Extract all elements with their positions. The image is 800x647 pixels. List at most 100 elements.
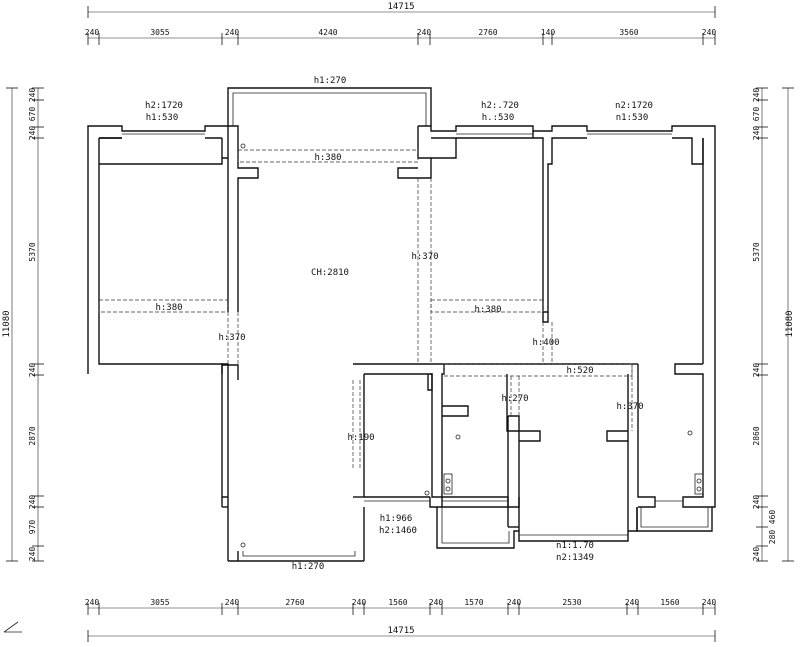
wall-left-bedroom-outer [87, 125, 229, 374]
bottom-dim-1: 240 [85, 598, 100, 607]
bottom-dim-2: 3055 [150, 598, 169, 607]
label-beam-mid-room: h:380 [474, 305, 501, 315]
fixture-circle [696, 478, 702, 484]
right-dimension-chain: 11080 240 670 240 5370 240 2860 240 460 … [752, 88, 795, 562]
left-total-dimension: 11080 [2, 310, 12, 337]
wall-bath-right [518, 441, 629, 542]
left-dim-7: 240 [28, 495, 37, 510]
label-win-mid-h1: h.:530 [482, 113, 515, 123]
right-dim-2: 670 [752, 107, 761, 122]
walls [87, 87, 716, 562]
label-beam-right-small: h:370 [616, 402, 643, 412]
bottom-dim-9: 240 [507, 598, 522, 607]
bottom-ticks [87, 603, 716, 615]
label-win-right-h1: n1:530 [616, 113, 649, 123]
top-dimension-chain: 14715 240 3055 240 4240 240 2760 140 356… [85, 2, 717, 45]
fixture-circle [455, 434, 461, 440]
label-beam-left-room: h:380 [155, 303, 182, 313]
wall-right-lower [674, 363, 716, 508]
beams [98, 149, 633, 470]
label-win-left-h1: h1:530 [146, 113, 179, 123]
bottom-dim-7: 240 [429, 598, 444, 607]
wall-living-left [221, 363, 229, 374]
label-door-h1: h1:966 [380, 514, 413, 524]
left-dim-8: 970 [28, 520, 37, 535]
windows [122, 133, 683, 536]
bottom-dim-5: 240 [352, 598, 367, 607]
wall-living-left-lower [221, 374, 228, 498]
label-win-right-h2: n2:1720 [615, 101, 653, 111]
right-dim-6: 2860 [752, 426, 761, 445]
top-dim-3: 240 [225, 28, 240, 37]
bottom-dim-6: 1560 [388, 598, 407, 607]
left-dim-2: 670 [28, 107, 37, 122]
fixture-circle [445, 486, 451, 492]
bottom-dim-10: 2530 [562, 598, 581, 607]
right-ticks [756, 87, 768, 562]
plan-labels: h1:270 h2:1720 h1:530 h2:.720 h.:530 n2:… [145, 76, 653, 572]
wall-middle-bedroom [418, 125, 716, 497]
label-win-mid-h2: h2:.720 [481, 101, 519, 111]
label-beam-right-vertical: h:400 [532, 338, 559, 348]
bottom-dimension-chain: 240 3055 240 2760 240 1560 240 1570 240 … [3, 598, 717, 642]
top-dim-8: 3560 [619, 28, 638, 37]
bottom-dim-8: 1570 [464, 598, 483, 607]
label-beam-corridor: h:270 [501, 394, 528, 404]
fixture-circle [687, 430, 693, 436]
top-dim-6: 2760 [478, 28, 497, 37]
right-total-dimension: 11080 [785, 310, 795, 337]
label-beam-kitchen: h:190 [347, 433, 374, 443]
top-dim-7: 140 [541, 28, 556, 37]
wall-top-balcony [227, 87, 432, 126]
wall-balcony-bottom [436, 507, 519, 549]
label-beam-mid-vertical: h:370 [411, 252, 438, 262]
top-dim-5: 240 [417, 28, 432, 37]
label-ceiling-height: CH:2810 [311, 268, 349, 278]
bottom-dim-11: 240 [625, 598, 640, 607]
label-door-h2: h2:1460 [379, 526, 417, 536]
left-dim-9: 240 [28, 547, 37, 562]
right-dim-3: 240 [752, 126, 761, 141]
fixture-circle [424, 490, 430, 496]
left-dim-6: 2870 [28, 426, 37, 445]
bottom-dim-4: 2760 [285, 598, 304, 607]
right-dim-9: 280 [768, 530, 777, 545]
right-dim-5: 240 [752, 363, 761, 378]
bottom-dim-12: 1560 [660, 598, 679, 607]
left-dim-1: 240 [28, 88, 37, 103]
top-dim-2: 3055 [150, 28, 169, 37]
top-dim-1: 240 [85, 28, 100, 37]
left-dim-4: 5370 [28, 242, 37, 261]
left-dimension-chain: 11080 240 670 240 5370 240 2870 240 970 … [2, 88, 44, 562]
label-win-left-h2: h2:1720 [145, 101, 183, 111]
right-dim-8: 460 [768, 510, 777, 525]
left-dim-5: 240 [28, 363, 37, 378]
fixtures [240, 143, 704, 548]
right-dim-1: 240 [752, 88, 761, 103]
fixture-circle [696, 486, 702, 492]
bottom-dim-3: 240 [225, 598, 240, 607]
label-h1-bottom: h1:270 [292, 562, 325, 572]
label-beam-left-wall: h:370 [218, 333, 245, 343]
wall-balcony-right [636, 507, 713, 532]
bottom-total-dimension: 14715 [387, 626, 414, 636]
right-dim-4: 5370 [752, 242, 761, 261]
left-ticks [32, 87, 44, 562]
top-total-dimension: 14715 [387, 2, 414, 12]
top-ticks [87, 33, 716, 45]
left-dim-3: 240 [28, 126, 37, 141]
label-h1-top: h1:270 [314, 76, 347, 86]
label-window-n1: n1:1.70 [556, 541, 594, 551]
fixture-circle [240, 542, 246, 548]
top-dim-4: 4240 [318, 28, 337, 37]
right-dim-10: 240 [752, 547, 761, 562]
right-dim-7: 240 [752, 495, 761, 510]
top-dim-9: 240 [702, 28, 717, 37]
fixture-circle [240, 143, 246, 149]
label-beam-right-horizontal: h:520 [566, 366, 593, 376]
label-window-n2: n2:1349 [556, 553, 594, 563]
label-beam-top: h:380 [314, 153, 341, 163]
fixture-circle [445, 478, 451, 484]
bottom-dim-13: 240 [702, 598, 717, 607]
